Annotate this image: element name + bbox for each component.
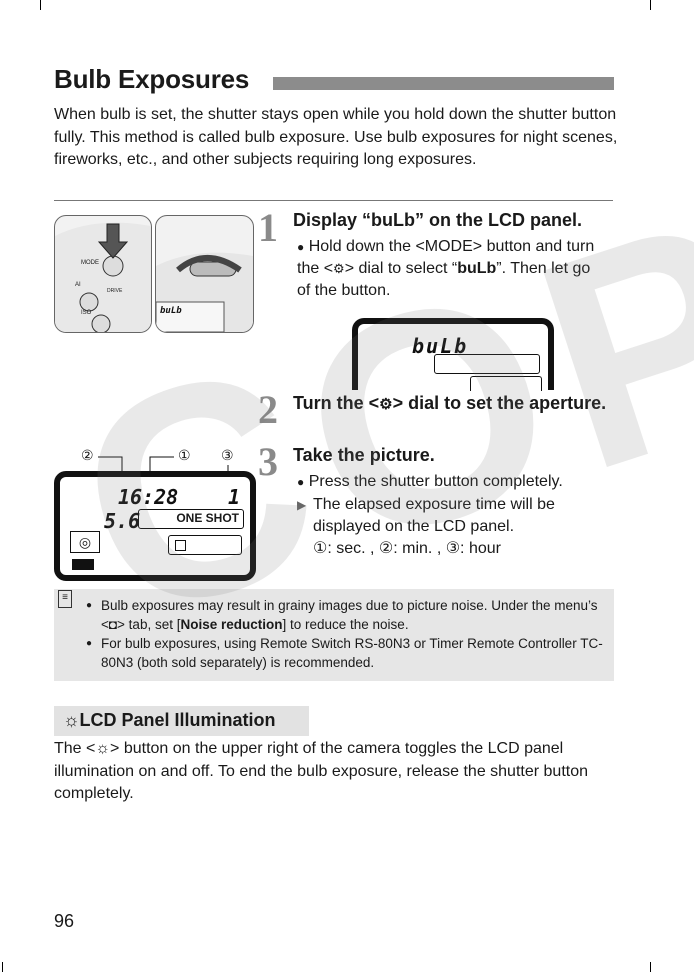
single-shot-icon (175, 540, 186, 551)
intro-paragraph: When bulb is set, the shutter stays open… (54, 106, 618, 168)
main-dial-icon: ⚙ (333, 261, 345, 276)
aperture-value: 5.6 (104, 509, 141, 533)
step-number: 2 (258, 387, 278, 432)
elapsed-hour: 1 (228, 485, 241, 509)
step3-result: ▶ The elapsed exposure time will be disp… (297, 496, 555, 557)
note-item: ● For bulb exposures, using Remote Switc… (86, 636, 603, 670)
callout-seconds: ① (178, 447, 191, 463)
step2-heading: Turn the <⚙> dial to set the aperture. (293, 393, 607, 413)
note-item: ● Bulb exposures may result in grainy im… (86, 598, 598, 632)
step3-bullet: ● Press the shutter button completely. (297, 473, 563, 490)
step1-bullet: ● Hold down the <MODE> button and turn t… (297, 238, 595, 299)
af-mode-box: ONE SHOT (138, 509, 244, 529)
note-icon: ≡ (58, 590, 72, 608)
drive-label: DRIVE (107, 288, 123, 294)
step1-heading: Display “buLb” on the LCD panel. (293, 210, 583, 230)
crop-mark (2, 962, 3, 972)
iso-label: ISO (81, 310, 92, 316)
section-heading: ☼LCD Panel Illumination (63, 710, 276, 730)
bullet-dot: ● (297, 475, 305, 489)
elapsed-time: 16:28 (118, 485, 179, 509)
crop-mark (650, 0, 651, 10)
section-heading-box (54, 706, 309, 736)
bullet-dot: ● (86, 600, 93, 611)
step-number: 1 (258, 205, 278, 250)
callout-minutes: ② (81, 447, 94, 463)
lcd-field (434, 354, 540, 374)
battery-icon (72, 559, 94, 570)
illumination-icon: ☼ (95, 740, 111, 757)
lcd-field (470, 376, 542, 391)
mode-label: MODE (81, 260, 99, 266)
crop-mark (650, 962, 651, 972)
af-mode-label: ONE SHOT (176, 511, 239, 525)
dial-illustration (156, 252, 253, 332)
lcd-panel-elapsed: 16:28 1 5.6 ONE SHOT ◎ (54, 471, 256, 581)
page-number: 96 (54, 911, 75, 931)
illumination-icon: ☼ (63, 710, 80, 730)
divider (54, 200, 613, 201)
camera-dial-photo: buLb (155, 215, 254, 333)
drive-box (168, 535, 242, 555)
bullet-dot: ● (297, 240, 305, 254)
callout-hour: ③ (221, 447, 234, 463)
title-bar (273, 77, 614, 90)
crop-mark (40, 0, 41, 10)
result-arrow-icon: ▶ (297, 498, 307, 512)
page-title: Bulb Exposures (54, 64, 250, 94)
note-box (54, 589, 614, 681)
metering-icon: ◎ (70, 531, 100, 553)
step3-heading: Take the picture. (293, 445, 435, 465)
camera-tab-icon: ◘ (108, 617, 118, 632)
camera-buttons-illustration (55, 222, 151, 332)
bullet-dot: ● (86, 638, 93, 649)
step-number: 3 (258, 439, 278, 484)
lcd-illumination-paragraph: The <☼> button on the upper right of the… (54, 740, 588, 802)
ai-label: AI (75, 282, 81, 288)
main-dial-icon: ⚙ (379, 396, 393, 413)
photo-lcd-text: buLb (160, 306, 182, 316)
camera-top-photo: MODE AI DRIVE ISO (54, 215, 152, 333)
lcd-panel-bulb: buLb (352, 318, 554, 391)
